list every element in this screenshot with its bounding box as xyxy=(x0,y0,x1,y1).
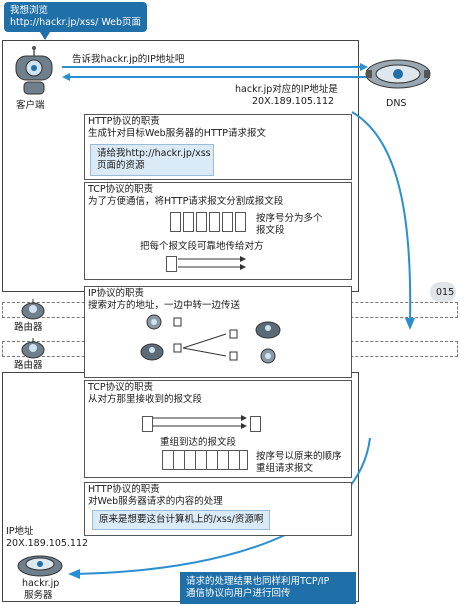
bubble-line-2: http://hackr.jp/xss/ Web页面 xyxy=(10,17,142,28)
ip-routing-diagram xyxy=(140,314,281,364)
response-note: 请求的处理结果也同样利用TCP/IP 通信协议向用户进行回传 xyxy=(180,572,356,604)
client-label: 客户端 xyxy=(16,100,45,111)
http-resource-panel: 原来是想要这台计算机上的/xss/资源啊 xyxy=(92,510,271,530)
server-label-1: hackr.jp xyxy=(22,578,60,589)
segment-send-block xyxy=(166,256,177,272)
segment-recv-arrows xyxy=(153,415,247,429)
client-request-bubble: 我想浏览 http://hackr.jp/xss/ Web页面 xyxy=(4,2,148,32)
segment-send-arrows xyxy=(178,256,246,270)
bubble-line-1: 我想浏览 xyxy=(10,5,49,16)
ip-desc: 搜索对方的地址，一边中转一边传送 xyxy=(88,300,241,311)
reassemble-text: 重组到达的报文段 xyxy=(160,437,237,448)
segment-block xyxy=(196,212,207,232)
dns-query-text: 告诉我hackr.jp的IP地址吧 xyxy=(72,54,185,65)
segment-recv-block xyxy=(250,416,261,432)
ip-box xyxy=(84,286,352,378)
router-label-1: 路由器 xyxy=(14,322,43,333)
dns-answer-line-2: 20X.189.105.112 xyxy=(252,96,335,107)
router-icon xyxy=(21,338,45,359)
ip-title: IP协议的职责 xyxy=(88,288,145,299)
tcp-send-title: TCP协议的职责 xyxy=(88,184,154,195)
server-ip-label: IP地址 xyxy=(6,526,34,537)
http-recv-desc: 对Web服务器请求的内容的处理 xyxy=(88,496,223,507)
reassembled-message xyxy=(162,450,248,470)
http-recv-title: HTTP协议的职责 xyxy=(88,484,160,495)
client-robot-icon xyxy=(15,46,53,95)
http-resource-text: 原来是想要这台计算机上的/xss/资源啊 xyxy=(99,514,264,525)
segment-recv-block xyxy=(142,416,153,432)
tcp-send-desc: 为了方便通信，将HTTP请求报文分割成报文段 xyxy=(88,196,284,207)
http-request-line-2: 页面的资源 xyxy=(97,160,145,171)
http-request-panel: 请给我http://hackr.jp/xss 页面的资源 xyxy=(90,144,214,176)
router-label-2: 路由器 xyxy=(14,360,43,371)
http-send-title: HTTP协议的职责 xyxy=(88,116,160,127)
reorder-line-2: 重组请求报文 xyxy=(256,463,314,474)
bubble-tail xyxy=(40,32,50,40)
router-icon xyxy=(21,299,45,320)
dns-server-icon xyxy=(365,59,431,89)
http-request-line-1: 请给我http://hackr.jp/xss xyxy=(97,148,211,159)
seq-note-line-1: 按序号分为多个 xyxy=(256,213,323,224)
segment-block xyxy=(235,212,246,232)
server-label-2: 服务器 xyxy=(24,590,53,601)
seq-note-line-2: 报文段 xyxy=(256,225,285,236)
dns-arrows xyxy=(62,63,368,81)
tcp-recv-title: TCP协议的职责 xyxy=(88,382,154,393)
reliable-text: 把每个报文段可靠地传给对方 xyxy=(140,241,264,252)
response-note-line-1: 请求的处理结果也同样利用TCP/IP xyxy=(186,576,330,587)
dns-label: DNS xyxy=(386,98,407,109)
server-icon xyxy=(17,555,63,577)
response-note-line-2: 通信协议向用户进行回传 xyxy=(186,588,291,599)
http-send-desc: 生成针对目标Web服务器的HTTP请求报文 xyxy=(88,128,267,139)
segment-block xyxy=(183,212,194,232)
segment-block xyxy=(222,212,233,232)
server-ip-value: 20X.189.105.112 xyxy=(6,538,89,549)
reorder-line-1: 按序号以原来的顺序 xyxy=(256,451,342,462)
tcp-recv-desc: 从对方那里接收到的报文段 xyxy=(88,394,203,405)
dns-answer-line-1: hackr.jp对应的IP地址是 xyxy=(235,84,338,95)
segment-block xyxy=(209,212,220,232)
segment-block xyxy=(170,212,181,232)
page-number-badge xyxy=(430,282,456,302)
page-number: 015 xyxy=(436,287,455,298)
